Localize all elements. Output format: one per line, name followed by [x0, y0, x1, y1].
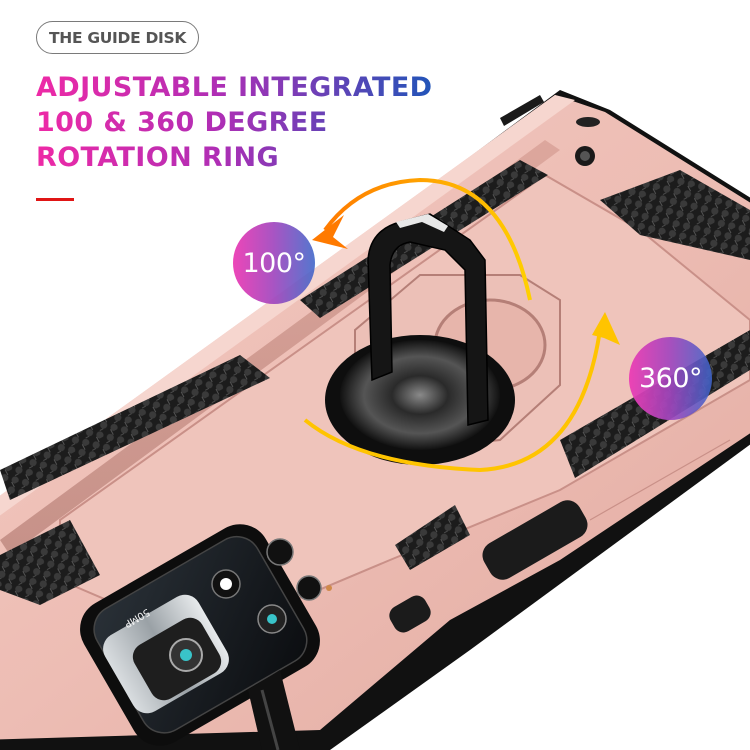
headline-line-1: ADJUSTABLE INTEGRATED [36, 72, 433, 103]
guide-disk-tag: THE GUIDE DISK [36, 21, 200, 54]
badge-100-degree: 100° [233, 222, 315, 304]
rotation-arrow-left-icon [323, 177, 532, 301]
headline: ADJUSTABLE INTEGRATED 100 & 360 DEGREE R… [36, 70, 433, 175]
grip-strip [395, 505, 470, 570]
rotation-arrow-up-icon [303, 329, 602, 473]
grip-strip [600, 170, 750, 260]
headline-line-3: ROTATION RING [36, 142, 280, 173]
grip-strip [0, 520, 100, 605]
headline-line-2: 100 & 360 DEGREE [36, 107, 328, 138]
accent-divider [36, 198, 74, 201]
grip-strip [0, 355, 270, 500]
badge-360-degree: 360° [629, 337, 712, 420]
kickstand-ring [367, 213, 489, 426]
